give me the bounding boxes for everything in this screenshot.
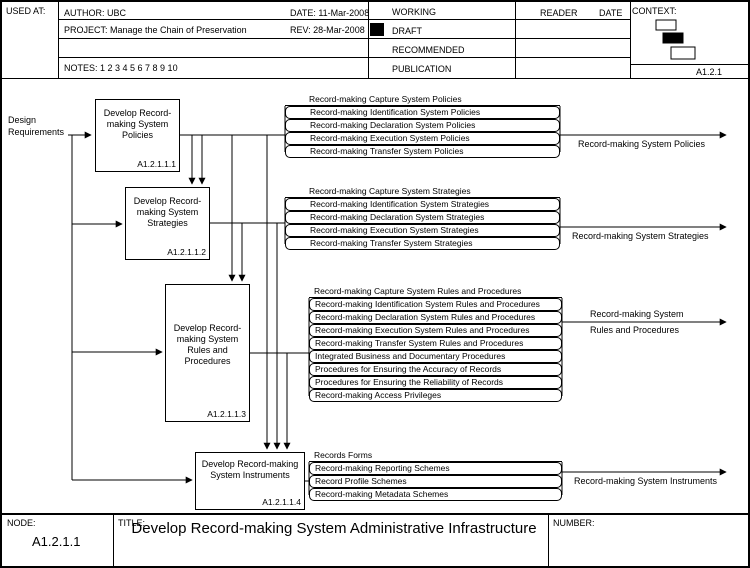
merged-output-label: Record-making System Rules and Procedure… (590, 309, 684, 335)
node-number: A1.2.1.1 (32, 534, 81, 549)
used-at-label: USED AT: (6, 6, 46, 16)
activity-box-code: A1.2.1.1.2 (167, 247, 206, 257)
reader-date-label: DATE (599, 8, 623, 18)
output-arrow-label: Integrated Business and Documentary Proc… (309, 350, 562, 363)
output-arrow-label: Record Profile Schemes (309, 475, 562, 488)
date-field: DATE: 11-Mar-2008 (290, 8, 370, 18)
output-arrow-label: Record-making Capture System Strategies (285, 185, 560, 198)
grid-line (368, 57, 630, 58)
footer-separator-line (2, 513, 748, 515)
output-arrow-label: Record-making Transfer System Rules and … (309, 337, 562, 350)
merged-output-label: Record-making System Policies (578, 139, 706, 149)
activity-box-title: Develop Record-making System Policies (103, 108, 172, 140)
output-arrow-label: Records Forms (309, 449, 562, 462)
project-field: PROJECT: Manage the Chain of Preservatio… (64, 25, 247, 35)
grid-line (548, 513, 549, 566)
output-arrow-label: Record-making Transfer System Policies (285, 145, 560, 158)
activity-box-code: A1.2.1.1.4 (262, 497, 301, 507)
merged-output-label: Record-making System Instruments (574, 476, 718, 486)
output-arrow-label: Record-making Reporting Schemes (309, 462, 562, 475)
output-arrow-label: Procedures for Ensuring the Accuracy of … (309, 363, 562, 376)
grid-line (630, 64, 748, 65)
output-arrow-label: Record-making Access Privileges (309, 389, 562, 402)
activity-box-rules: Develop Record-making System Rules and P… (165, 284, 250, 422)
title-label: TITLE: (118, 518, 146, 528)
output-arrow-label: Record-making Identification System Rule… (309, 298, 562, 311)
status-draft: DRAFT (392, 26, 422, 36)
activity-box-instruments: Develop Record-making System Instruments… (195, 452, 305, 510)
output-arrow-label: Record-making Declaration System Rules a… (309, 311, 562, 324)
output-arrow-label: Procedures for Ensuring the Reliability … (309, 376, 562, 389)
output-arrow-label: Record-making Identification System Stra… (285, 198, 560, 211)
context-diagram-icon (655, 19, 696, 60)
status-publication: PUBLICATION (392, 64, 452, 74)
input-arrow-label: Design Requirements (8, 115, 65, 137)
activity-box-strategies: Develop Record-making System Strategies … (125, 187, 210, 260)
reader-label: READER (540, 8, 578, 18)
rev-field: REV: 28-Mar-2008 (290, 25, 365, 35)
grid-line (58, 38, 368, 39)
activity-box-code: A1.2.1.1.3 (207, 409, 246, 419)
output-arrow-label: Record-making Declaration System Strateg… (285, 211, 560, 224)
grid-line (368, 38, 630, 39)
output-arrow-label: Record-making Capture System Policies (285, 93, 560, 106)
merged-output-label: Record-making System Strategies (572, 231, 709, 241)
grid-line (630, 2, 631, 78)
activity-box-title: Develop Record-making System Strategies (133, 196, 202, 228)
grid-line (58, 57, 368, 58)
grid-line (368, 19, 630, 20)
activity-box-title: Develop Record-making System Rules and P… (173, 323, 242, 366)
status-recommended: RECOMMENDED (392, 45, 465, 55)
output-arrow-label: Record-making Declaration System Policie… (285, 119, 560, 132)
grid-line (113, 513, 114, 566)
output-arrow-label: Record-making Execution System Rules and… (309, 324, 562, 337)
context-node: A1.2.1 (696, 67, 723, 77)
status-working: WORKING (392, 7, 436, 17)
notes-field: NOTES: 1 2 3 4 5 6 7 8 9 10 (64, 63, 178, 73)
draft-marker (370, 23, 384, 36)
output-arrow-label: Record-making Identification System Poli… (285, 106, 560, 119)
number-label: NUMBER: (553, 518, 595, 528)
output-arrow-label: Record-making Execution System Policies (285, 132, 560, 145)
output-arrow-label: Record-making Execution System Strategie… (285, 224, 560, 237)
author-field: AUTHOR: UBC (64, 8, 127, 18)
activity-box-policies: Develop Record-making System Policies A1… (95, 99, 180, 172)
activity-box-title: Develop Record-making System Instruments (201, 459, 299, 480)
diagram-title: Develop Record-making System Administrat… (131, 520, 537, 537)
header-separator-line (2, 78, 748, 79)
output-arrow-label: Record-making Metadata Schemes (309, 488, 562, 501)
node-label: NODE: (7, 518, 36, 528)
grid-line (58, 2, 59, 78)
grid-line (58, 19, 368, 20)
grid-line (515, 2, 516, 78)
output-arrow-label: Record-making Capture System Rules and P… (309, 285, 562, 298)
context-label: CONTEXT: (632, 6, 677, 16)
grid-line (368, 2, 369, 78)
output-arrow-label: Record-making Transfer System Strategies (285, 237, 560, 250)
activity-box-code: A1.2.1.1.1 (137, 159, 176, 169)
